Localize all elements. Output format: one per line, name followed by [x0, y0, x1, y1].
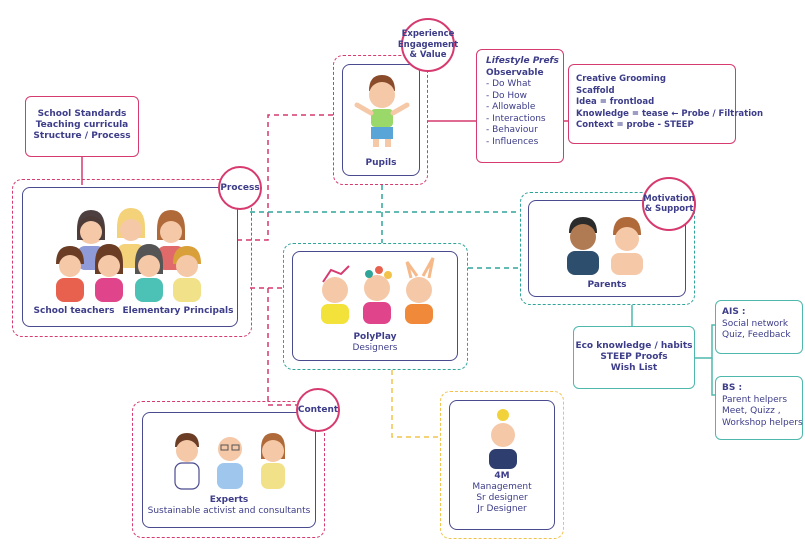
pupil-illustration [354, 75, 410, 147]
polyplay-text: PolyPlay Designers [352, 332, 398, 353]
motivation-circle: Motivation & Support [642, 177, 696, 231]
4m-card: 4M Management Sr designer Jr Designer [449, 400, 555, 530]
school-standards-text: School Standards Teaching curricula Stru… [33, 109, 131, 141]
polyplay-group [283, 243, 468, 370]
content-circle: Content [296, 388, 340, 432]
teacher-figure-6 [135, 244, 163, 302]
parent-figure-2 [611, 217, 643, 275]
parents-illustration [567, 217, 643, 275]
pupils-group [333, 55, 428, 185]
manager-illustration [489, 409, 517, 469]
parents-group [520, 192, 695, 305]
experts-group [132, 401, 325, 538]
teacher-figure-7 [173, 246, 201, 302]
process-circle: Process [218, 166, 262, 210]
teachers-illustration [56, 208, 201, 302]
pupils-card: Pupils [342, 64, 420, 176]
experience-circle: Experience Engagement & Value [398, 18, 458, 72]
4m-text: 4M Management Sr designer Jr Designer [472, 471, 532, 514]
eco-knowledge-box: Eco knowledge / habits STEEP Proofs Wish… [573, 326, 695, 389]
school-standards-box: School Standards Teaching curricula Stru… [25, 96, 139, 157]
creative-text: Creative Grooming Scaffold Idea = frontl… [576, 74, 764, 130]
experts-illustration [174, 433, 285, 490]
experts-text: Experts Sustainable activist and consult… [147, 495, 311, 516]
teacher-figure-5 [95, 244, 123, 302]
pupils-label: Pupils [365, 158, 397, 168]
4m-group [440, 391, 564, 539]
principals-label: Elementary Principals [122, 306, 234, 316]
lifestyle-text: Lifestyle Prefs Observable - Do What - D… [486, 56, 559, 147]
teachers-label: School teachers [33, 306, 115, 316]
lifestyle-box: Lifestyle Prefs Observable - Do What - D… [476, 49, 564, 163]
creative-box: Creative Grooming Scaffold Idea = frontl… [568, 64, 763, 144]
designer-figure-3 [405, 257, 435, 324]
experts-card: Experts Sustainable activist and consult… [142, 412, 316, 528]
bs-text: BS : Parent helpers Meet, Quizz , Worksh… [722, 383, 803, 428]
expert-figure-3 [261, 433, 285, 489]
parent-figure-1 [567, 217, 599, 275]
eco-knowledge-text: Eco knowledge / habits STEEP Proofs Wish… [575, 341, 693, 373]
designer-figure-2 [363, 266, 392, 324]
expert-figure-2 [217, 437, 243, 489]
ais-box: AIS : Social network Quiz, Feedback [715, 300, 803, 354]
designer-figure-1 [321, 265, 350, 324]
bs-box: BS : Parent helpers Meet, Quizz , Worksh… [715, 376, 803, 440]
expert-figure-1 [174, 433, 200, 490]
polyplay-card: PolyPlay Designers [292, 251, 458, 361]
designers-illustration [321, 257, 435, 324]
teachers-card: School teachers Elementary Principals [22, 187, 238, 327]
lightbulb-icon [497, 409, 509, 421]
teacher-figure-4 [56, 246, 84, 302]
ais-text: AIS : Social network Quiz, Feedback [722, 307, 791, 340]
parents-label: Parents [587, 280, 627, 290]
process-group [12, 179, 252, 337]
